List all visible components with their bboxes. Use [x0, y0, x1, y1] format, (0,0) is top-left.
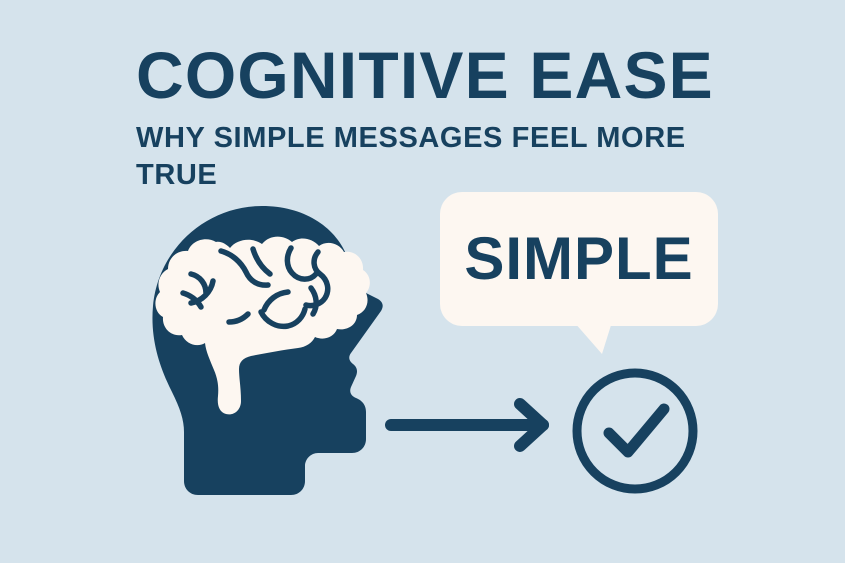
- speech-bubble-text: SIMPLE: [464, 224, 694, 292]
- check-circle-ring: [572, 368, 698, 494]
- page-title: COGNITIVE EASE: [136, 38, 714, 112]
- checkmark-icon: [603, 403, 670, 458]
- page-subtitle: WHY SIMPLE MESSAGES FEEL MORE TRUE: [136, 122, 686, 191]
- check-circle-icon: [572, 368, 698, 494]
- speech-bubble-body: [440, 192, 718, 326]
- arrow-right-icon: [385, 398, 549, 452]
- speech-bubble: SIMPLE: [440, 192, 718, 356]
- brain-fold-lines: [180, 245, 331, 330]
- speech-bubble-tail: [574, 322, 612, 354]
- brain-icon: [155, 236, 370, 415]
